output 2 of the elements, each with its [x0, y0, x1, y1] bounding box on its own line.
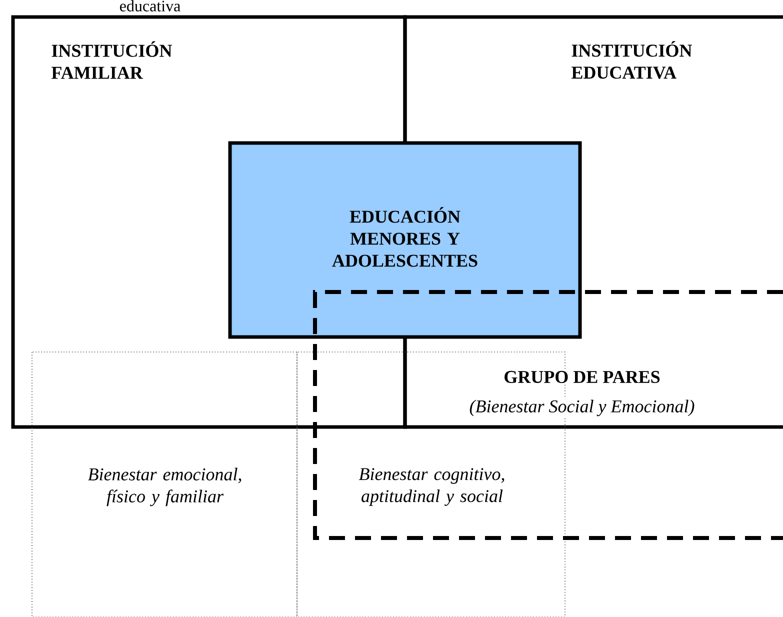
education-box: EDUCACIÓN MENORES Y ADOLESCENTES — [228, 141, 582, 339]
wellbeing-box: Bienestar emocional, físico y familiar — [32, 352, 298, 617]
